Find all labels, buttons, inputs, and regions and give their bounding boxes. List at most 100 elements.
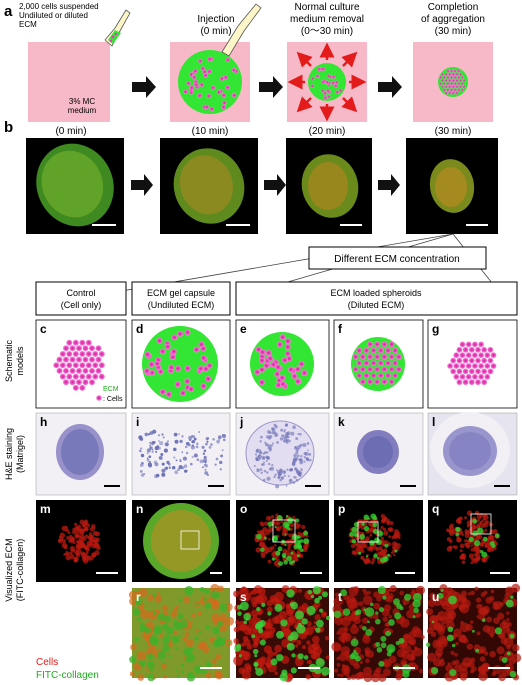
texture-dot <box>473 644 481 652</box>
texture-dot <box>461 553 465 557</box>
he-panel-l <box>427 412 518 496</box>
texture-dot <box>283 560 288 565</box>
texture-dot <box>217 435 222 440</box>
texture-dot <box>300 468 303 471</box>
texture-dot <box>274 434 277 437</box>
texture-dot <box>252 602 258 608</box>
texture-dot <box>171 334 178 341</box>
texture-dot <box>225 57 230 63</box>
texture-dot <box>493 617 500 624</box>
row-label-schematic-1: Schematic <box>4 339 14 382</box>
texture-dot <box>79 384 86 391</box>
texture-dot <box>412 592 422 602</box>
texture-dot <box>143 472 146 475</box>
texture-dot <box>281 539 286 544</box>
texture-dot <box>319 608 324 613</box>
texture-dot <box>129 656 137 664</box>
texture-dot <box>377 360 384 366</box>
texture-dot <box>281 434 285 438</box>
texture-dot <box>420 635 425 640</box>
texture-dot <box>447 363 453 369</box>
fluor-panel-m <box>36 500 126 582</box>
texture-dot <box>146 660 155 669</box>
texture-dot <box>479 646 487 654</box>
texture-dot <box>279 479 282 482</box>
texture-dot <box>201 445 205 449</box>
texture-dot <box>274 425 278 429</box>
panel-letter-j: j <box>239 415 243 429</box>
texture-dot <box>377 551 382 556</box>
texture-dot <box>479 542 485 547</box>
step4-cells <box>439 69 466 95</box>
texture-dot <box>174 646 179 650</box>
texture-dot <box>472 518 477 524</box>
texture-dot <box>275 364 282 371</box>
texture-dot <box>76 367 82 374</box>
texture-dot <box>189 438 192 442</box>
texture-dot <box>66 351 73 357</box>
texture-dot <box>489 633 495 638</box>
texture-dot <box>85 351 92 357</box>
texture-dot <box>244 652 250 657</box>
texture-dot <box>274 644 282 653</box>
texture-dot <box>294 657 304 667</box>
texture-dot <box>337 673 341 677</box>
texture-dot <box>462 368 469 375</box>
texture-dot <box>198 431 201 433</box>
texture-dot <box>456 379 463 386</box>
texture-dot <box>164 343 171 350</box>
texture-dot <box>268 467 272 471</box>
step2-title-1: Injection <box>197 14 234 25</box>
texture-dot <box>460 75 464 79</box>
texture-dot <box>87 535 92 540</box>
texture-dot <box>315 74 320 78</box>
texture-dot <box>331 81 336 85</box>
texture-dot <box>184 445 188 449</box>
texture-dot <box>382 668 391 677</box>
texture-dot <box>203 597 207 602</box>
texture-dot <box>296 548 301 553</box>
texture-dot <box>201 466 204 469</box>
texture-dot <box>293 544 298 549</box>
texture-dot <box>364 647 371 654</box>
texture-dot <box>219 76 225 81</box>
texture-dot <box>146 457 149 460</box>
texture-dot <box>393 598 400 606</box>
texture-dot <box>487 368 494 375</box>
texture-dot <box>199 586 205 593</box>
texture-dot <box>157 613 166 621</box>
texture-dot <box>263 362 270 369</box>
texture-dot <box>333 596 344 607</box>
texture-dot <box>371 557 376 562</box>
texture-dot <box>233 590 240 598</box>
texture-dot <box>188 386 195 393</box>
texture-dot <box>92 362 99 369</box>
texture-dot <box>462 379 469 386</box>
texture-dot <box>334 592 340 597</box>
texture-dot <box>255 449 259 453</box>
texture-dot <box>253 661 259 667</box>
texture-dot <box>89 356 95 363</box>
texture-dot <box>179 634 182 638</box>
texture-dot <box>258 541 265 548</box>
texture-dot <box>318 595 323 600</box>
texture-dot <box>477 527 484 534</box>
texture-dot <box>486 616 493 623</box>
texture-dot <box>225 85 230 90</box>
texture-dot <box>395 640 400 646</box>
texture-dot <box>178 598 183 603</box>
texture-dot <box>446 528 450 533</box>
texture-dot <box>285 515 289 518</box>
texture-dot <box>433 621 442 630</box>
texture-dot <box>352 551 356 555</box>
texture-dot <box>448 85 452 89</box>
texture-dot <box>266 451 269 454</box>
texture-dot <box>171 635 180 644</box>
texture-dot <box>153 593 157 597</box>
texture-dot <box>200 354 207 361</box>
texture-dot <box>492 601 497 606</box>
texture-dot <box>364 607 375 617</box>
texture-dot <box>400 616 405 621</box>
texture-dot <box>288 533 293 538</box>
texture-dot <box>458 531 463 536</box>
